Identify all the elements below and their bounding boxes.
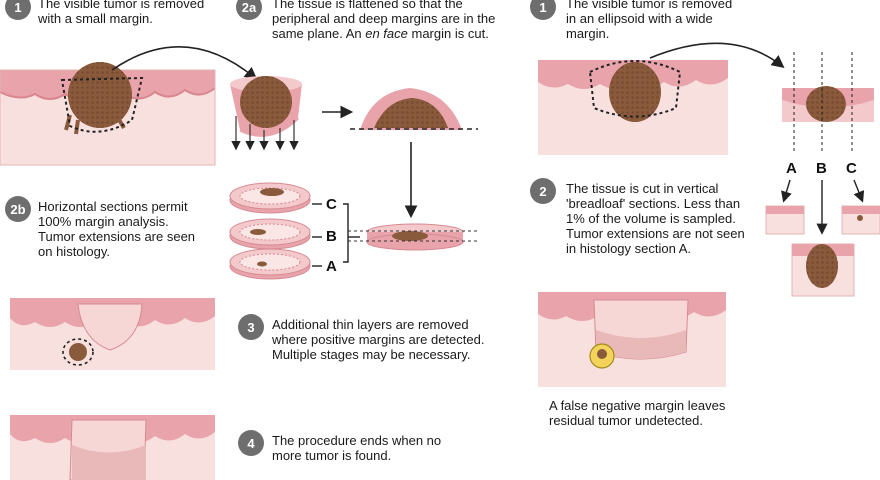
step-3-text: Additional thin layers are removed where… xyxy=(272,317,485,362)
step-2a-text-before: The tissue is flattened so that the peri… xyxy=(272,0,496,41)
layer-label-b: B xyxy=(326,228,337,245)
breadloaf-step-2-badge: 2 xyxy=(530,178,556,204)
step-1-text: The visible tumor is removed with a smal… xyxy=(38,0,205,26)
section-arrows xyxy=(781,179,865,235)
step-2b-badge: 2b xyxy=(5,196,31,222)
breadloaf-step-2-text: The tissue is cut in vertical 'breadloaf… xyxy=(566,181,745,256)
ellipsoid-specimen xyxy=(782,52,874,152)
section-slice-b xyxy=(791,243,855,297)
step-2a-badge: 2a xyxy=(236,0,262,20)
step-2a-text-after: margin is cut. xyxy=(407,26,489,41)
step-2b-text: Horizontal sections permit 100% margin a… xyxy=(38,199,196,259)
step-4-text: The procedure ends when no more tumor is… xyxy=(272,433,442,463)
layer-label-a: A xyxy=(326,258,337,275)
section-slice-c xyxy=(841,205,880,235)
breadloaf-step-1-text: The visible tumor is removed in an ellip… xyxy=(566,0,733,41)
step-2a-text-italic: en face xyxy=(365,26,408,41)
en-face-slab xyxy=(348,223,480,251)
false-negative-caption: A false negative margin leaves residual … xyxy=(549,398,726,428)
skin-block-breadloaf xyxy=(538,60,728,155)
section-label-b: B xyxy=(816,160,827,177)
flatten-arrows xyxy=(231,116,299,151)
step-1-badge: 1 xyxy=(5,0,31,20)
section-label-a: A xyxy=(786,160,797,177)
section-slice-a xyxy=(765,205,805,235)
skin-block-step3 xyxy=(10,298,215,370)
section-label-c: C xyxy=(846,160,857,177)
skin-block-step4 xyxy=(10,415,215,480)
layer-label-c: C xyxy=(326,196,337,213)
skin-block-false-negative xyxy=(538,292,726,387)
arrow-step1-to-2a xyxy=(111,46,258,81)
step-2a-text: The tissue is flattened so that the peri… xyxy=(272,0,512,41)
section-brackets xyxy=(312,203,360,267)
arrow-breadloaf-excision xyxy=(649,42,785,68)
breadloaf-step-1-badge: 1 xyxy=(530,0,556,20)
horizontal-sections xyxy=(229,182,311,280)
step-4-badge: 4 xyxy=(238,430,264,456)
flattened-tissue xyxy=(350,88,478,130)
excised-tissue xyxy=(230,76,302,137)
step-3-badge: 3 xyxy=(238,314,264,340)
